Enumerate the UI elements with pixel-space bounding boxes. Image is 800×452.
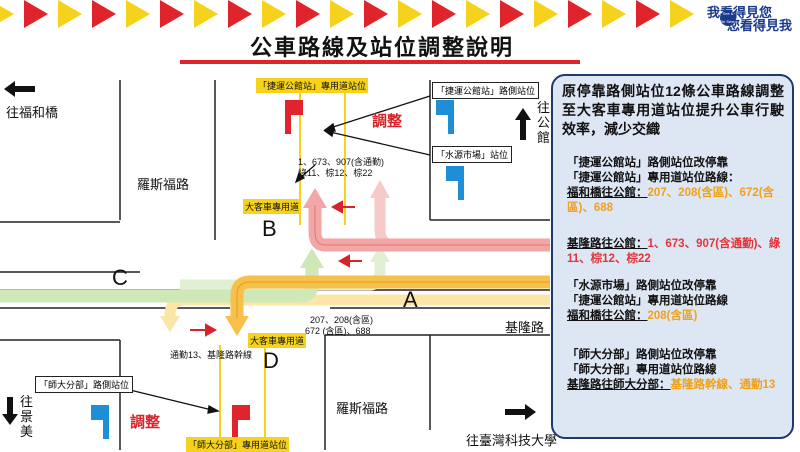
label-to-ntust: 往臺灣科技大學 bbox=[466, 433, 558, 448]
label-keelung-road: 基隆路 bbox=[505, 320, 545, 335]
label-to-gongguan: 往公館 bbox=[537, 100, 551, 145]
sec4-prefix: 基隆路往師大分部： bbox=[567, 379, 671, 391]
sec3-line1: 「水源市場」路側站位改停靠 bbox=[567, 280, 717, 292]
sec3-line2: 「捷運公館站」專用道站位路線 bbox=[567, 295, 728, 307]
label-roosevelt-upper: 羅斯福路 bbox=[137, 177, 190, 192]
routes-a-line1: 207、208(含區) bbox=[310, 315, 374, 325]
chevron-shape bbox=[330, 0, 354, 28]
chevron-shape bbox=[670, 0, 694, 28]
title-underline bbox=[180, 60, 580, 64]
chevron-shape bbox=[194, 0, 218, 28]
label-normal-univ-dedicated: 「師大分部」專用道站位 bbox=[186, 437, 290, 452]
pink-route bbox=[308, 205, 550, 252]
sec1-prefix: 福和橋往公館： bbox=[567, 187, 648, 199]
label-to-fuhe-bridge: 往福和橋 bbox=[6, 105, 59, 120]
chevron-shape bbox=[160, 0, 184, 28]
page-title: 公車路線及站位調整說明 bbox=[250, 35, 515, 60]
routes-b-line1: 1、673、907(含通勤) bbox=[298, 157, 385, 167]
direction-arrows bbox=[2, 81, 536, 425]
sec2-prefix: 基隆路往公館： bbox=[567, 238, 648, 250]
panel-section-3: 「水源市場」路側站位改停靠 「捷運公館站」專用道站位路線 福和橋往公館：208(… bbox=[567, 279, 789, 324]
chevron-shape bbox=[92, 0, 116, 28]
chevron-shape bbox=[262, 0, 286, 28]
chevron-shape bbox=[24, 0, 48, 28]
bus-stop-red-upper bbox=[285, 100, 303, 134]
chevron-shape bbox=[636, 0, 660, 28]
routes-d: 通勤13、基隆路幹線 bbox=[170, 350, 253, 360]
point-a: A bbox=[403, 287, 418, 312]
chevron-shape bbox=[126, 0, 150, 28]
top-chevron-strip bbox=[0, 0, 800, 28]
logo-text-2: 您看得見我 bbox=[726, 18, 792, 33]
chevron-shape bbox=[364, 0, 388, 28]
sec3-prefix: 福和橋往公館： bbox=[567, 310, 648, 322]
label-mrt-gongguan-roadside: 「捷運公館站」路側站位 bbox=[432, 82, 540, 99]
point-b: B bbox=[262, 216, 277, 241]
adjust-label-lower: 調整 bbox=[130, 414, 161, 431]
sec2-routes: 1、673、907(含通勤)、綠11、棕12、棕22 bbox=[567, 238, 781, 265]
label-bus-lane-upper: 大客車專用道 bbox=[243, 199, 302, 214]
panel-heading: 原停靠路側站位12條公車路線調整至大客車專用道站位提升公車行駛效率，減少交織 bbox=[562, 83, 784, 137]
bus-lane-lines bbox=[219, 80, 346, 450]
bus-stop-red-lower bbox=[232, 405, 250, 439]
chevron-shape bbox=[500, 0, 524, 28]
panel-section-4: 「師大分部」路側站位改停靠 「師大分部」專用道站位路線 基隆路往師大分部：基隆路… bbox=[567, 348, 789, 393]
chevron-shape bbox=[602, 0, 626, 28]
point-d: D bbox=[263, 348, 279, 373]
bus-stop-blue-middle bbox=[446, 166, 464, 200]
sec1-routes: 207、208(含區)、672(含區)、688 bbox=[567, 187, 775, 214]
chevron-shape bbox=[534, 0, 558, 28]
panel-section-1: 「捷運公館站」路側站位改停靠 「捷運公館站」專用道站位路線： 福和橋往公館：20… bbox=[567, 156, 789, 216]
info-panel: 原停靠路側站位12條公車路線調整至大客車專用道站位提升公車行駛效率，減少交織 「… bbox=[551, 74, 794, 439]
bus-stop-blue-lower bbox=[91, 405, 109, 439]
sec1-line2: 「捷運公館站」專用道站位路線： bbox=[567, 172, 740, 184]
label-roosevelt-lower: 羅斯福路 bbox=[336, 401, 389, 416]
label-normal-univ-roadside: 「師大分部」路側站位 bbox=[35, 376, 134, 393]
bus-stop-blue-upper bbox=[436, 100, 454, 134]
sec3-detail: 福和橋往公館：208(含區) bbox=[567, 309, 789, 324]
label-bus-lane-lower: 大客車專用道 bbox=[248, 333, 307, 348]
label-mrt-gongguan-dedicated: 「捷運公館站」專用道站位 bbox=[256, 78, 369, 93]
sec1-line1: 「捷運公館站」路側站位改停靠 bbox=[567, 157, 728, 169]
chevron-shape bbox=[228, 0, 252, 28]
sec4-line1: 「師大分部」路側站位改停靠 bbox=[567, 349, 717, 361]
sec4-line2: 「師大分部」專用道站位路線 bbox=[567, 364, 717, 376]
see-be-seen-badge: See & Be Seen bbox=[720, 10, 736, 26]
chevron-shape bbox=[0, 0, 14, 28]
sec4-routes: 基隆路幹線、通勤13 bbox=[670, 379, 776, 391]
routes-b-line2: 綠11、棕12、棕22 bbox=[298, 168, 373, 178]
sec4-detail: 基隆路往師大分部：基隆路幹線、通勤13 bbox=[567, 378, 789, 393]
label-to-jingmei: 往景美 bbox=[20, 394, 34, 439]
adjust-label-upper: 調整 bbox=[372, 113, 403, 130]
pointer-arrows bbox=[129, 95, 431, 414]
chevron-shape bbox=[568, 0, 592, 28]
sec3-routes: 208(含區) bbox=[647, 310, 698, 322]
routes-a-line2: 672 (含區)、688 bbox=[305, 326, 371, 336]
road-lines bbox=[0, 80, 550, 450]
panel-section-2: 基隆路往公館：1、673、907(含通勤)、綠11、棕12、棕22 bbox=[567, 237, 789, 267]
chevron-shape bbox=[296, 0, 320, 28]
chevron-shape bbox=[398, 0, 422, 28]
label-water-market: 「水源市場」站位 bbox=[432, 146, 513, 163]
red-direction-arrows bbox=[190, 200, 362, 337]
point-c: C bbox=[112, 265, 128, 290]
sec1-detail: 福和橋往公館：207、208(含區)、672(含區)、688 bbox=[567, 186, 789, 216]
chevron-shape bbox=[432, 0, 456, 28]
chevron-shape bbox=[58, 0, 82, 28]
chevron-shape bbox=[466, 0, 490, 28]
